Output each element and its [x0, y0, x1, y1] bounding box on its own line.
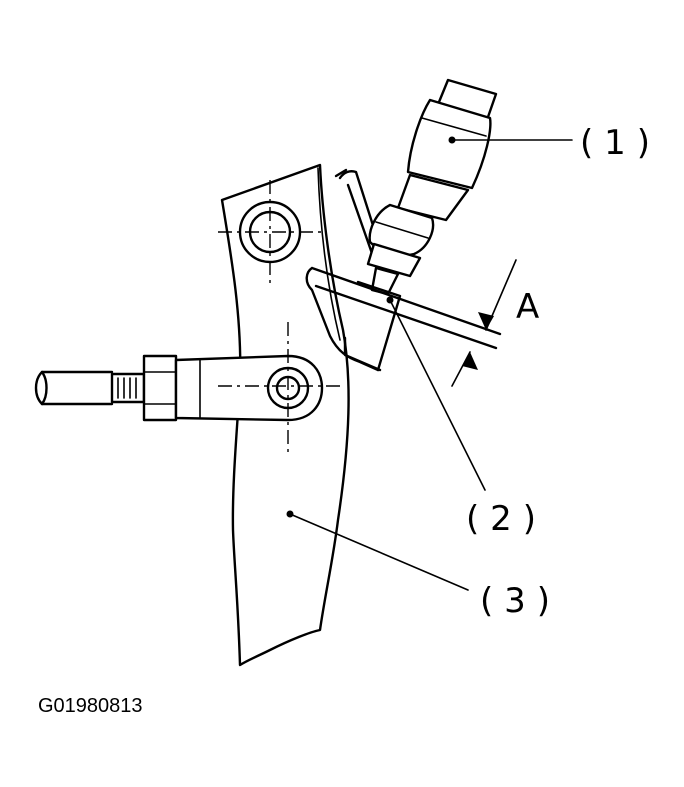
- dimension-a: [451, 259, 517, 387]
- brake-switch: [366, 78, 498, 296]
- pivot-hole: [218, 180, 322, 285]
- figure-code: G01980813: [38, 695, 143, 717]
- dimension-a-label: A: [516, 287, 539, 327]
- callout-part-1: (1): [580, 123, 650, 163]
- leader-lines: [286, 136, 573, 591]
- stopper-plate: [305, 266, 502, 372]
- switch-bracket: [334, 168, 386, 264]
- push-rod-clevis: [34, 322, 342, 452]
- callout-part-3: (3): [480, 581, 550, 621]
- callout-part-2: (2): [466, 499, 536, 539]
